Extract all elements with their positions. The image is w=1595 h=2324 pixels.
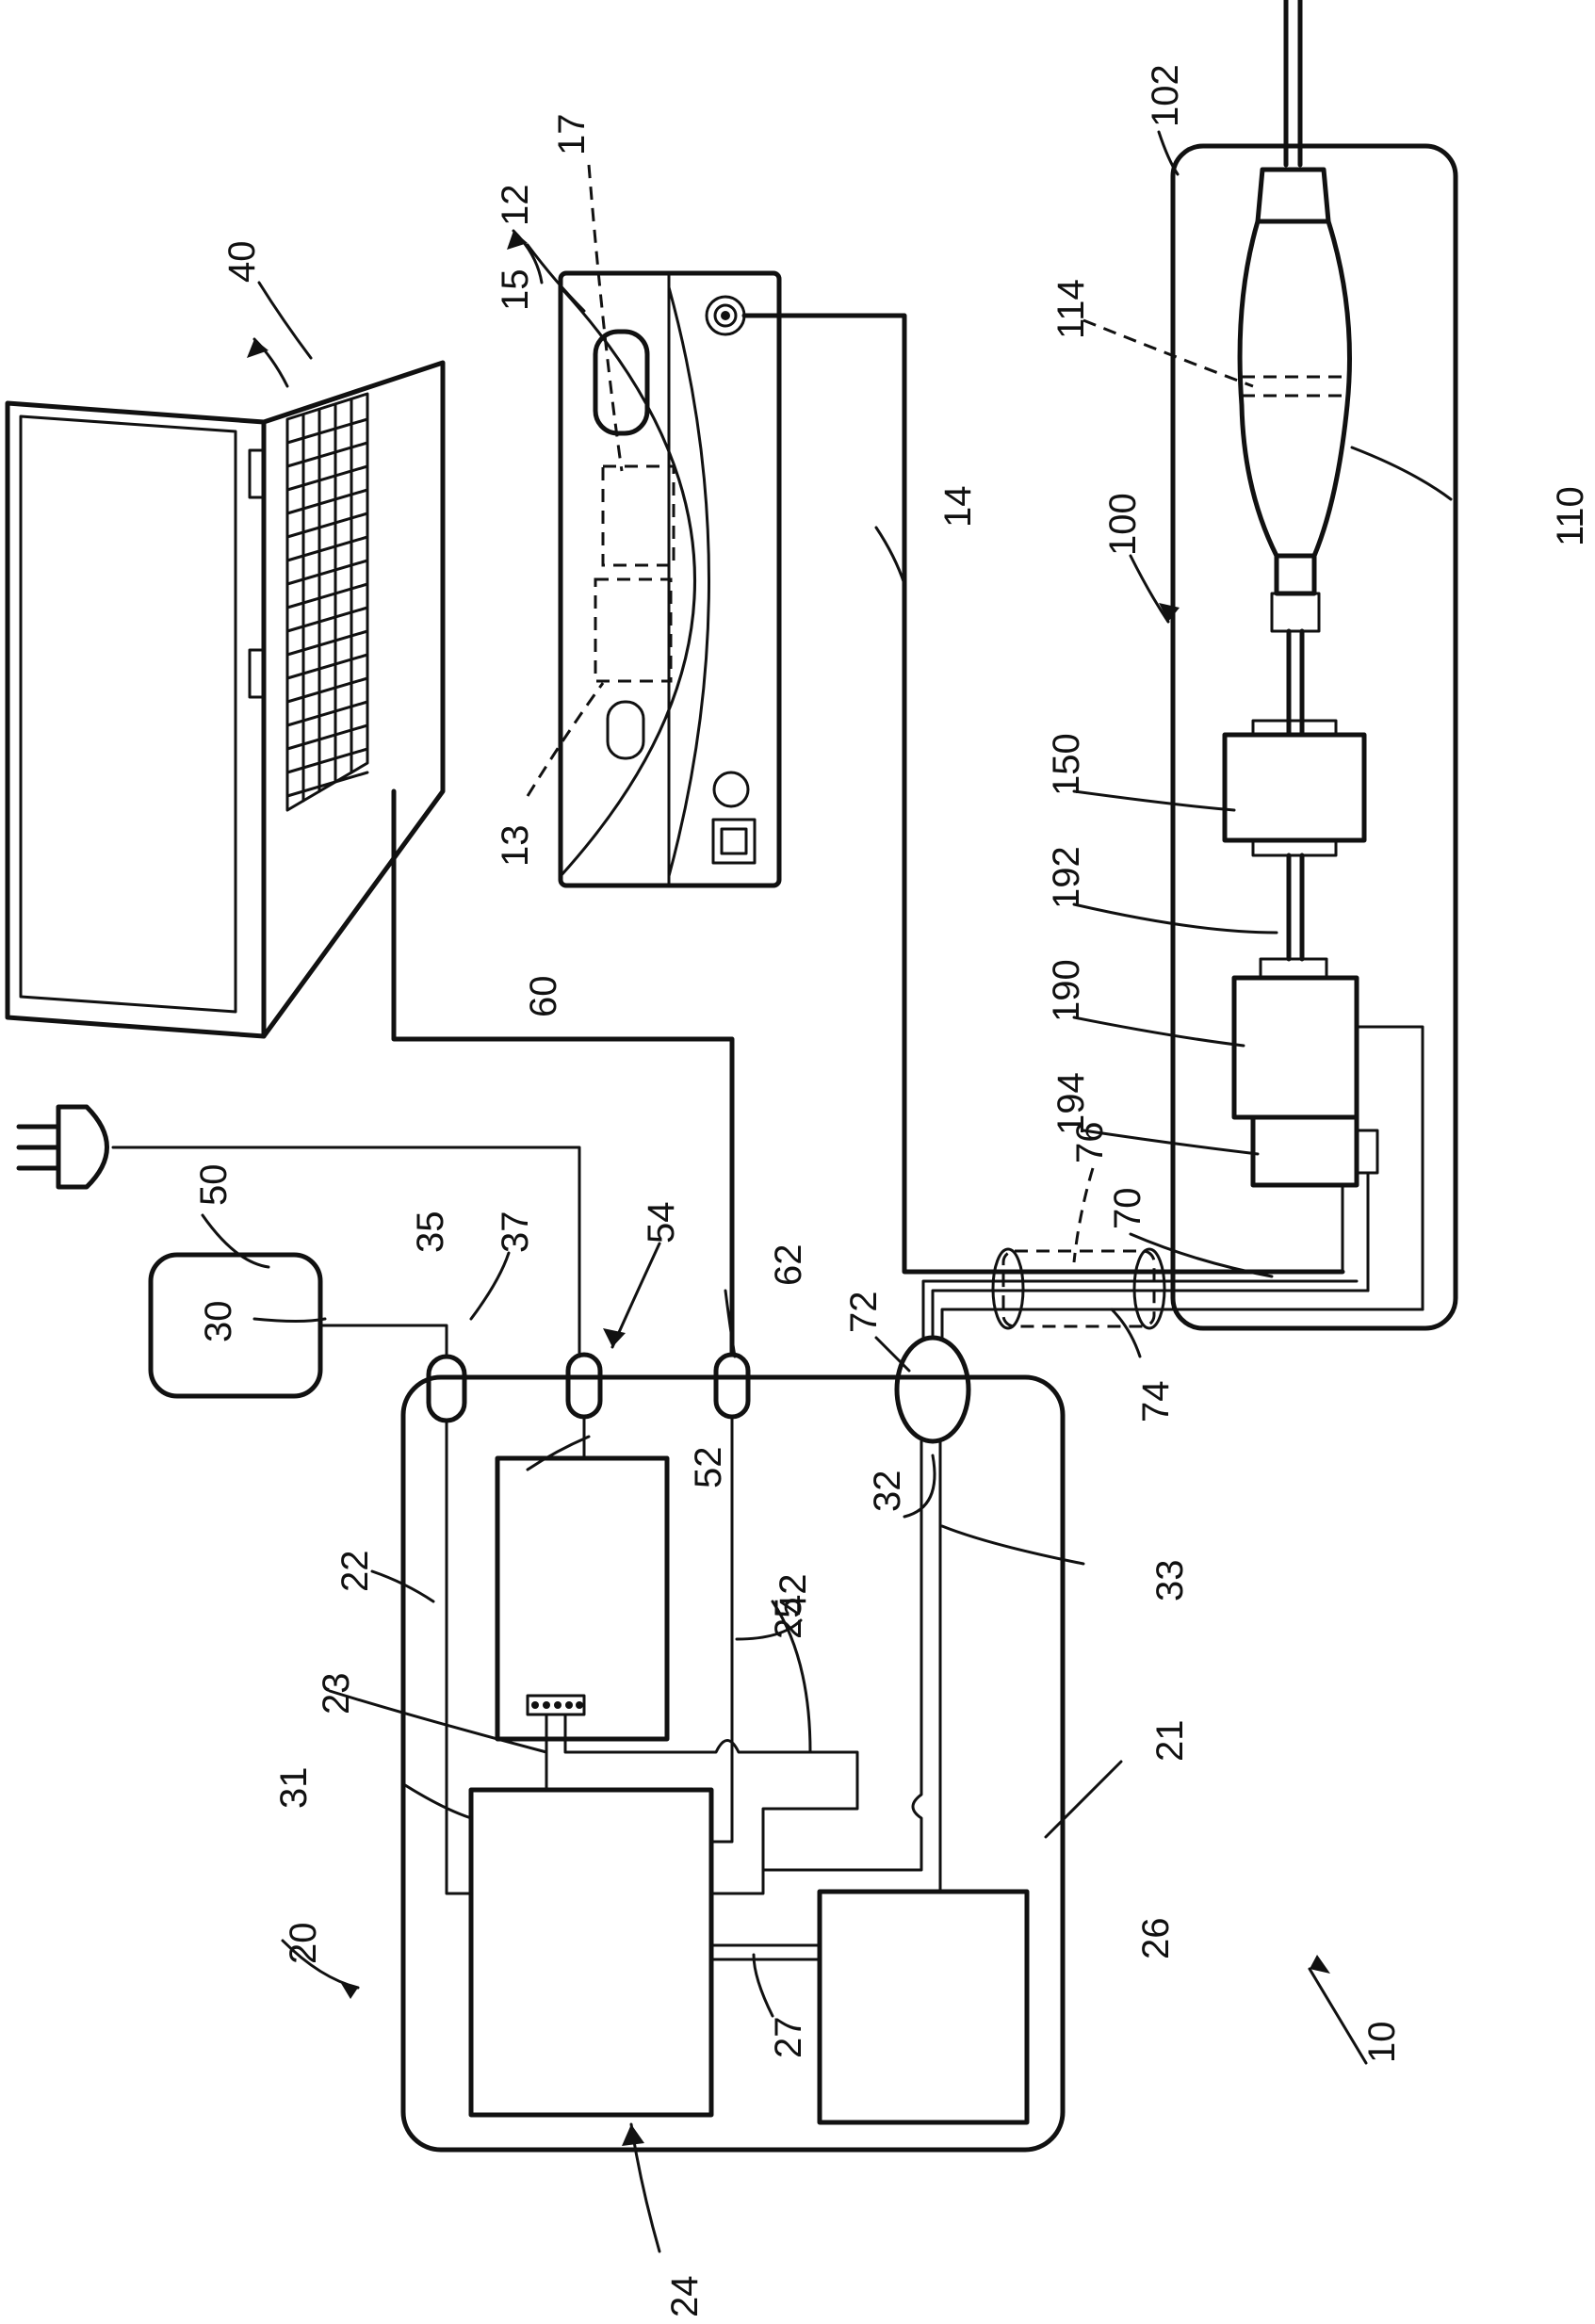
label-74: 74	[1135, 1381, 1177, 1423]
label-27: 27	[768, 2017, 809, 2059]
label-192: 192	[1046, 846, 1087, 909]
keyboard-grid	[287, 399, 367, 801]
label-100: 100	[1102, 493, 1144, 556]
cable-35	[320, 1325, 447, 1357]
label-54: 54	[641, 1202, 682, 1244]
label-76: 76	[1069, 1122, 1111, 1164]
label-25: 25	[768, 1598, 809, 1640]
label-52: 52	[688, 1447, 729, 1489]
label-24: 24	[664, 2276, 706, 2318]
label-32: 32	[867, 1471, 908, 1513]
label-14: 14	[937, 486, 979, 528]
label-17: 17	[551, 114, 593, 156]
label-60: 60	[523, 976, 564, 1018]
leader-lines	[203, 132, 1451, 2251]
label-20: 20	[283, 1923, 324, 1965]
label-40: 40	[221, 241, 263, 284]
label-21: 21	[1149, 1720, 1191, 1763]
label-190: 190	[1046, 959, 1087, 1022]
label-62: 62	[768, 1244, 809, 1287]
label-31: 31	[273, 1767, 315, 1810]
laptop-computer	[8, 363, 443, 1036]
label-70: 70	[1107, 1188, 1148, 1230]
label-10: 10	[1361, 2022, 1403, 2064]
handpiece-panel	[1173, 0, 1456, 1328]
label-50: 50	[193, 1164, 235, 1207]
label-26: 26	[1135, 1918, 1177, 1960]
label-12: 12	[495, 185, 536, 227]
cable-sleeve	[1003, 1251, 1154, 1326]
label-35: 35	[410, 1211, 451, 1254]
label-150: 150	[1046, 733, 1087, 796]
console-unit	[561, 273, 779, 886]
label-102: 102	[1145, 64, 1186, 127]
label-33: 33	[1149, 1560, 1191, 1602]
label-72: 72	[843, 1292, 885, 1334]
label-13: 13	[495, 825, 536, 868]
connectors	[429, 1338, 968, 1441]
label-30: 30	[198, 1301, 239, 1343]
label-110: 110	[1550, 486, 1591, 546]
label-23: 23	[316, 1673, 357, 1715]
label-22: 22	[334, 1551, 376, 1593]
label-114: 114	[1050, 279, 1092, 339]
label-15: 15	[495, 269, 536, 312]
label-37: 37	[495, 1211, 536, 1254]
